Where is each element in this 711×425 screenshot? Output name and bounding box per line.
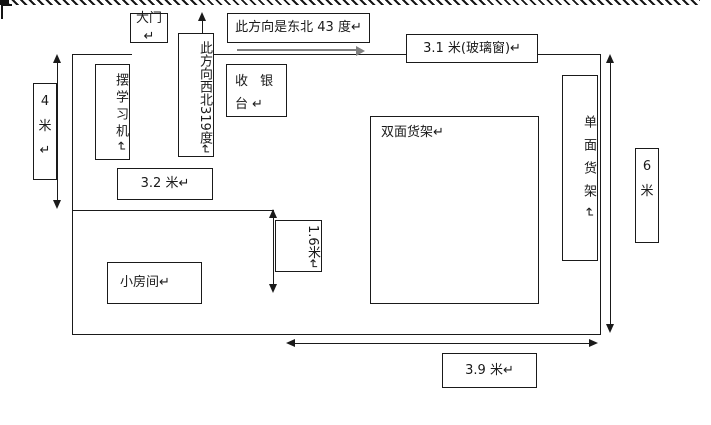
ne-direction-arrow-line <box>237 49 358 51</box>
wall-right <box>600 54 601 335</box>
height-4m-dimension-box: 4 米 ↵ <box>33 83 57 180</box>
small-room-box: 小房间↵ <box>107 262 202 304</box>
dim-arrow-6m-top-head-icon <box>606 54 614 63</box>
glass-window-dimension-box: 3.1 米(玻璃窗)↵ <box>406 34 538 63</box>
cashier-counter-box: 收 银 台↵ <box>226 64 287 117</box>
width-3-9m-dimension-box: 3.9 米↵ <box>442 353 537 388</box>
page-top-hatched-border <box>8 0 700 5</box>
wall-left <box>72 54 73 335</box>
dim-arrow-3-9m-right-head-icon <box>589 339 598 347</box>
dim-arrow-1-6m-top-head-icon <box>269 209 277 218</box>
dim-arrow-6m-bottom-head-icon <box>606 324 614 333</box>
wall-bottom <box>72 334 601 335</box>
gate-direction-arrow-line <box>202 20 203 34</box>
dim-arrow-3-9m-line <box>294 343 591 344</box>
dim-arrow-1-6m-line <box>273 217 274 285</box>
width-3-2m-dimension-box: 3.2 米↵ <box>117 168 213 200</box>
wall-top-left-segment <box>72 54 132 55</box>
dim-arrow-6m-line <box>610 62 611 325</box>
dim-arrow-3-9m-left-head-icon <box>286 339 295 347</box>
page-edge-block <box>0 0 9 5</box>
ne-direction-label-box: 此方向是东北 43 度↵ <box>227 13 370 43</box>
wall-top-middle-segment <box>214 54 407 55</box>
ne-direction-arrow-head-icon <box>356 46 365 56</box>
learning-machine-box: 摆学习机↵ <box>95 64 130 160</box>
page-corner-mark <box>1 4 12 19</box>
height-6m-dimension-box: 6 米 <box>635 148 659 243</box>
gap-1-6m-dimension-box: 1.6米↵ <box>275 220 322 272</box>
double-sided-shelf-box: 双面货架↵ <box>370 116 539 304</box>
wall-internal-partition <box>72 210 274 211</box>
gate-label-box: 大门↵ <box>130 11 168 44</box>
wall-top-right-segment <box>537 54 601 55</box>
nw-direction-label-box: 此方向西北319度↵ <box>178 33 214 157</box>
dim-arrow-1-6m-bottom-head-icon <box>269 284 277 293</box>
dim-arrow-4m-line <box>57 62 58 201</box>
dim-arrow-4m-bottom-head-icon <box>53 200 61 209</box>
dim-arrow-4m-top-head-icon <box>53 54 61 63</box>
single-sided-shelf-box: 单面货架↵ <box>562 75 598 261</box>
gate-direction-arrow-head-icon <box>198 12 206 21</box>
